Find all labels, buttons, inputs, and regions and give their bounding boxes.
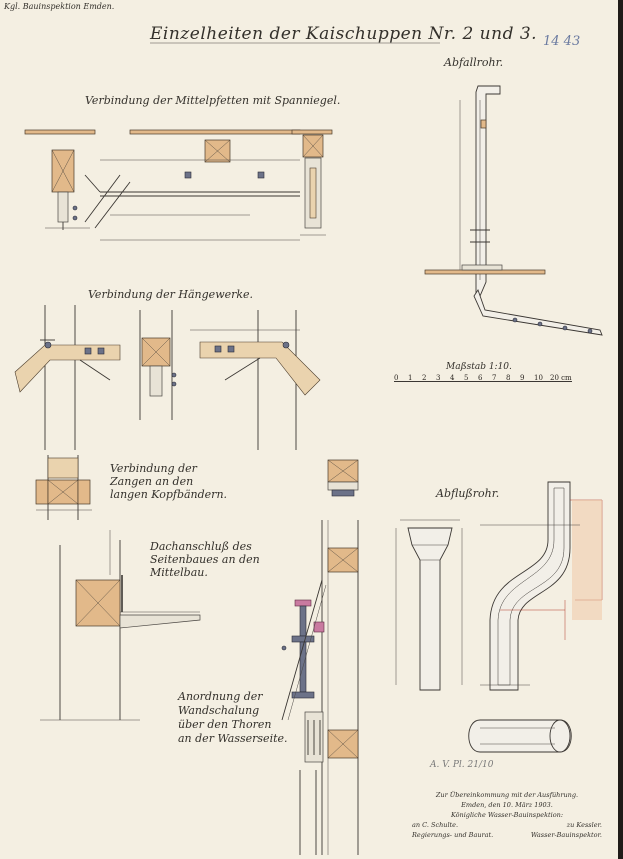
scale-tick: 8 [506,374,511,382]
sheet-title: Einzelheiten der Kaischuppen Nr. 2 und 3… [150,24,538,44]
scale-tick: 5 [464,374,469,382]
abflussrohr-detail [395,481,603,753]
scale-tick: 20 cm [550,374,572,382]
scale-tick: 4 [450,374,455,382]
header-tag: Kgl. Bauinspektion Emden. [4,2,115,11]
scale-tick: 3 [436,374,441,382]
dachanschluss-detail [40,530,201,721]
scale-tick: 10 [534,374,543,382]
approval-pencil-note: A. V. Pl. 21/10 [430,760,494,770]
sheet-number: 14 43 [543,34,581,49]
haengewerke-detail [14,305,321,450]
heading-zangen: Verbindung der Zangen an den langen Kopf… [110,462,228,501]
scale-tick: 6 [478,374,483,382]
mittelpfetten-detail [24,129,333,241]
scale-tick: 1 [408,374,413,382]
heading-wandschalung: Anordnung der Wandschalung über den Thor… [178,690,288,745]
signature-line: Emden, den 10. März 1903. [461,801,553,809]
scale-tick: 7 [492,374,497,382]
scale-tick: 9 [520,374,525,382]
scale-label: Maßstab 1:10. [446,362,512,372]
signature-line: Zur Übereinkommung mit der Ausführung. [435,791,579,799]
heading-haengewerke: Verbindung der Hängewerke. [88,288,254,301]
signature-line: zu Kessler. [566,821,602,829]
sheet-edge [618,0,623,859]
heading-abfallrohr: Abfallrohr. [444,56,504,69]
signature-line: Regierungs- und Baurat. [412,831,494,839]
heading-dachanschluss: Dachanschluß des Seitenbaues an den Mitt… [150,540,260,579]
signature-line: an C. Schulte. [412,821,459,829]
signature-line: Wasser-Bauinspektor. [530,831,602,839]
scale-bar: 0 1 2 3 4 5 6 7 8 9 10 20 cm [394,374,572,387]
heading-abflussrohr: Abflußrohr. [436,487,500,500]
wandschalung-detail [281,459,359,855]
zangen-detail [35,455,92,520]
abfallrohr-detail [424,85,603,336]
scale-tick: 0 [394,374,399,382]
signature-block: Zur Übereinkommung mit der Ausführung. E… [412,790,602,840]
signature-line: Königliche Wasser-Bauinspektion: [450,811,564,819]
heading-mittelpfetten: Verbindung der Mittelpfetten mit Spannie… [85,94,341,107]
scale-tick: 2 [422,374,427,382]
